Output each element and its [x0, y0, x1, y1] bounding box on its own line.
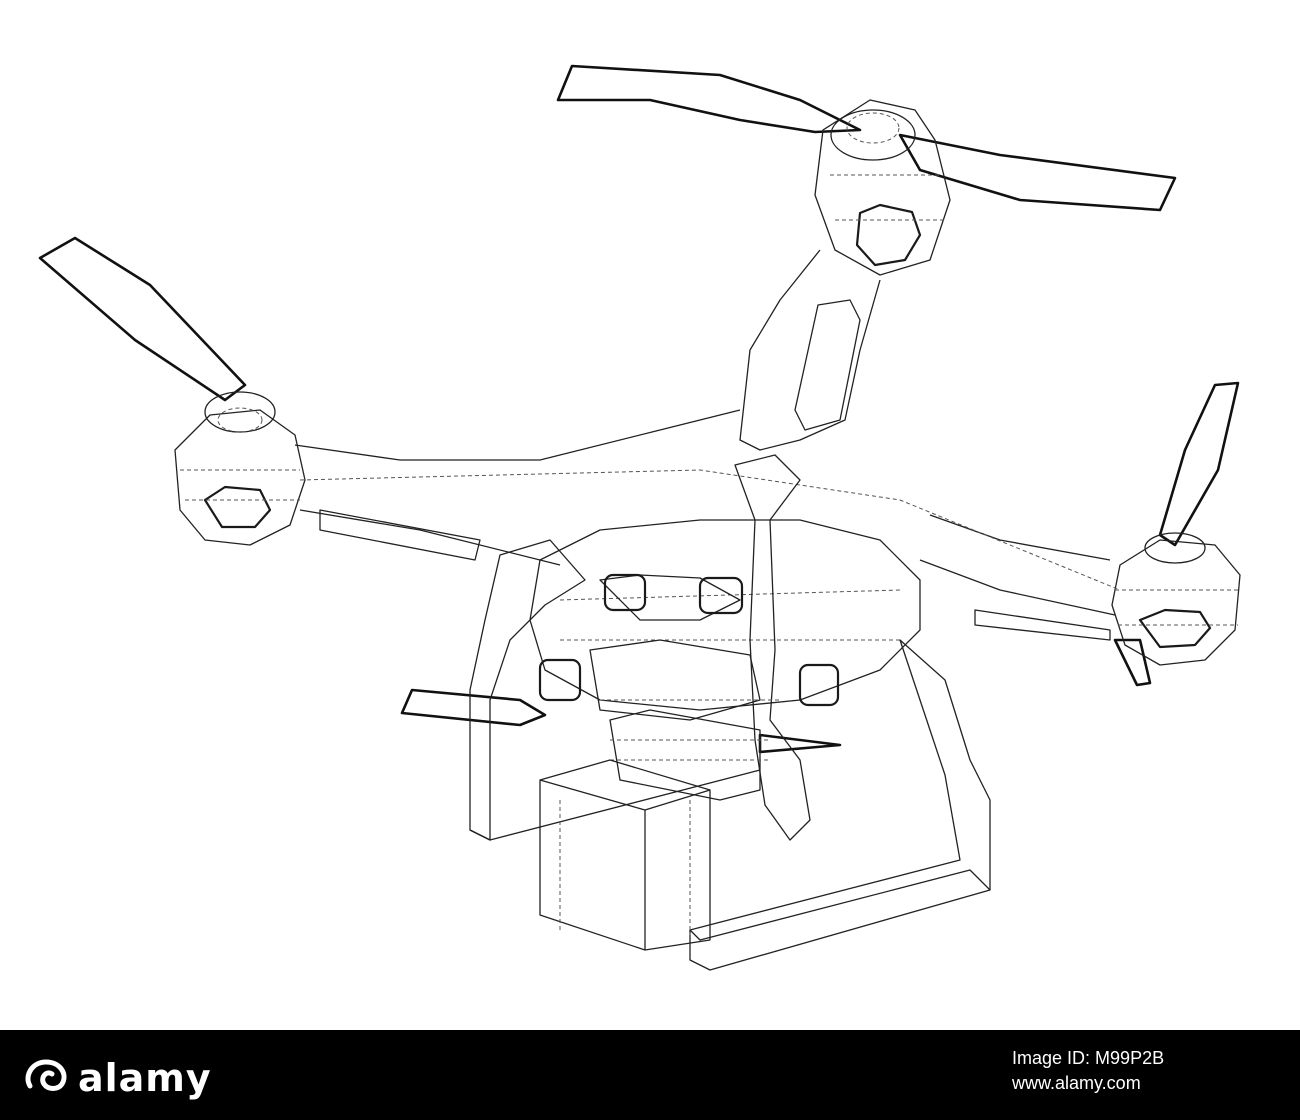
landing-gear — [469, 454, 991, 971]
drone-body — [529, 519, 921, 711]
motor-pod-right — [1111, 532, 1241, 666]
propeller-blade-bottom-left — [400, 688, 547, 727]
motor-pod-top — [814, 99, 951, 276]
image-id-line: Image ID: M99P2B — [1012, 1048, 1272, 1069]
alamy-swirl-icon — [25, 1059, 67, 1091]
propeller-blade-left — [38, 236, 247, 402]
image-meta: Image ID: M99P2B www.alamy.com — [1012, 1048, 1272, 1094]
brand-name: alamy — [78, 1056, 212, 1100]
image-id-label: Image ID: — [1012, 1048, 1091, 1068]
motor-pod-left — [174, 391, 306, 546]
propeller-blade-right-lower — [1113, 638, 1152, 687]
gimbal-camera — [538, 573, 840, 801]
drone-wireframe-drawing — [38, 64, 1241, 971]
propeller-blade-right — [1158, 381, 1240, 547]
propeller-blade-top-right — [898, 133, 1177, 212]
propeller-blade-bottom-right — [758, 733, 842, 754]
drone-arms — [294, 249, 1121, 641]
image-id-value: M99P2B — [1095, 1048, 1165, 1068]
drone-wireframe-illustration — [38, 64, 1241, 971]
stock-footer-bar: alamy Image ID: M99P2B www.alamy.com — [0, 1030, 1300, 1120]
payload-box — [539, 759, 711, 951]
propeller-blade-top-left — [556, 64, 862, 134]
site-url[interactable]: www.alamy.com — [1012, 1073, 1141, 1093]
